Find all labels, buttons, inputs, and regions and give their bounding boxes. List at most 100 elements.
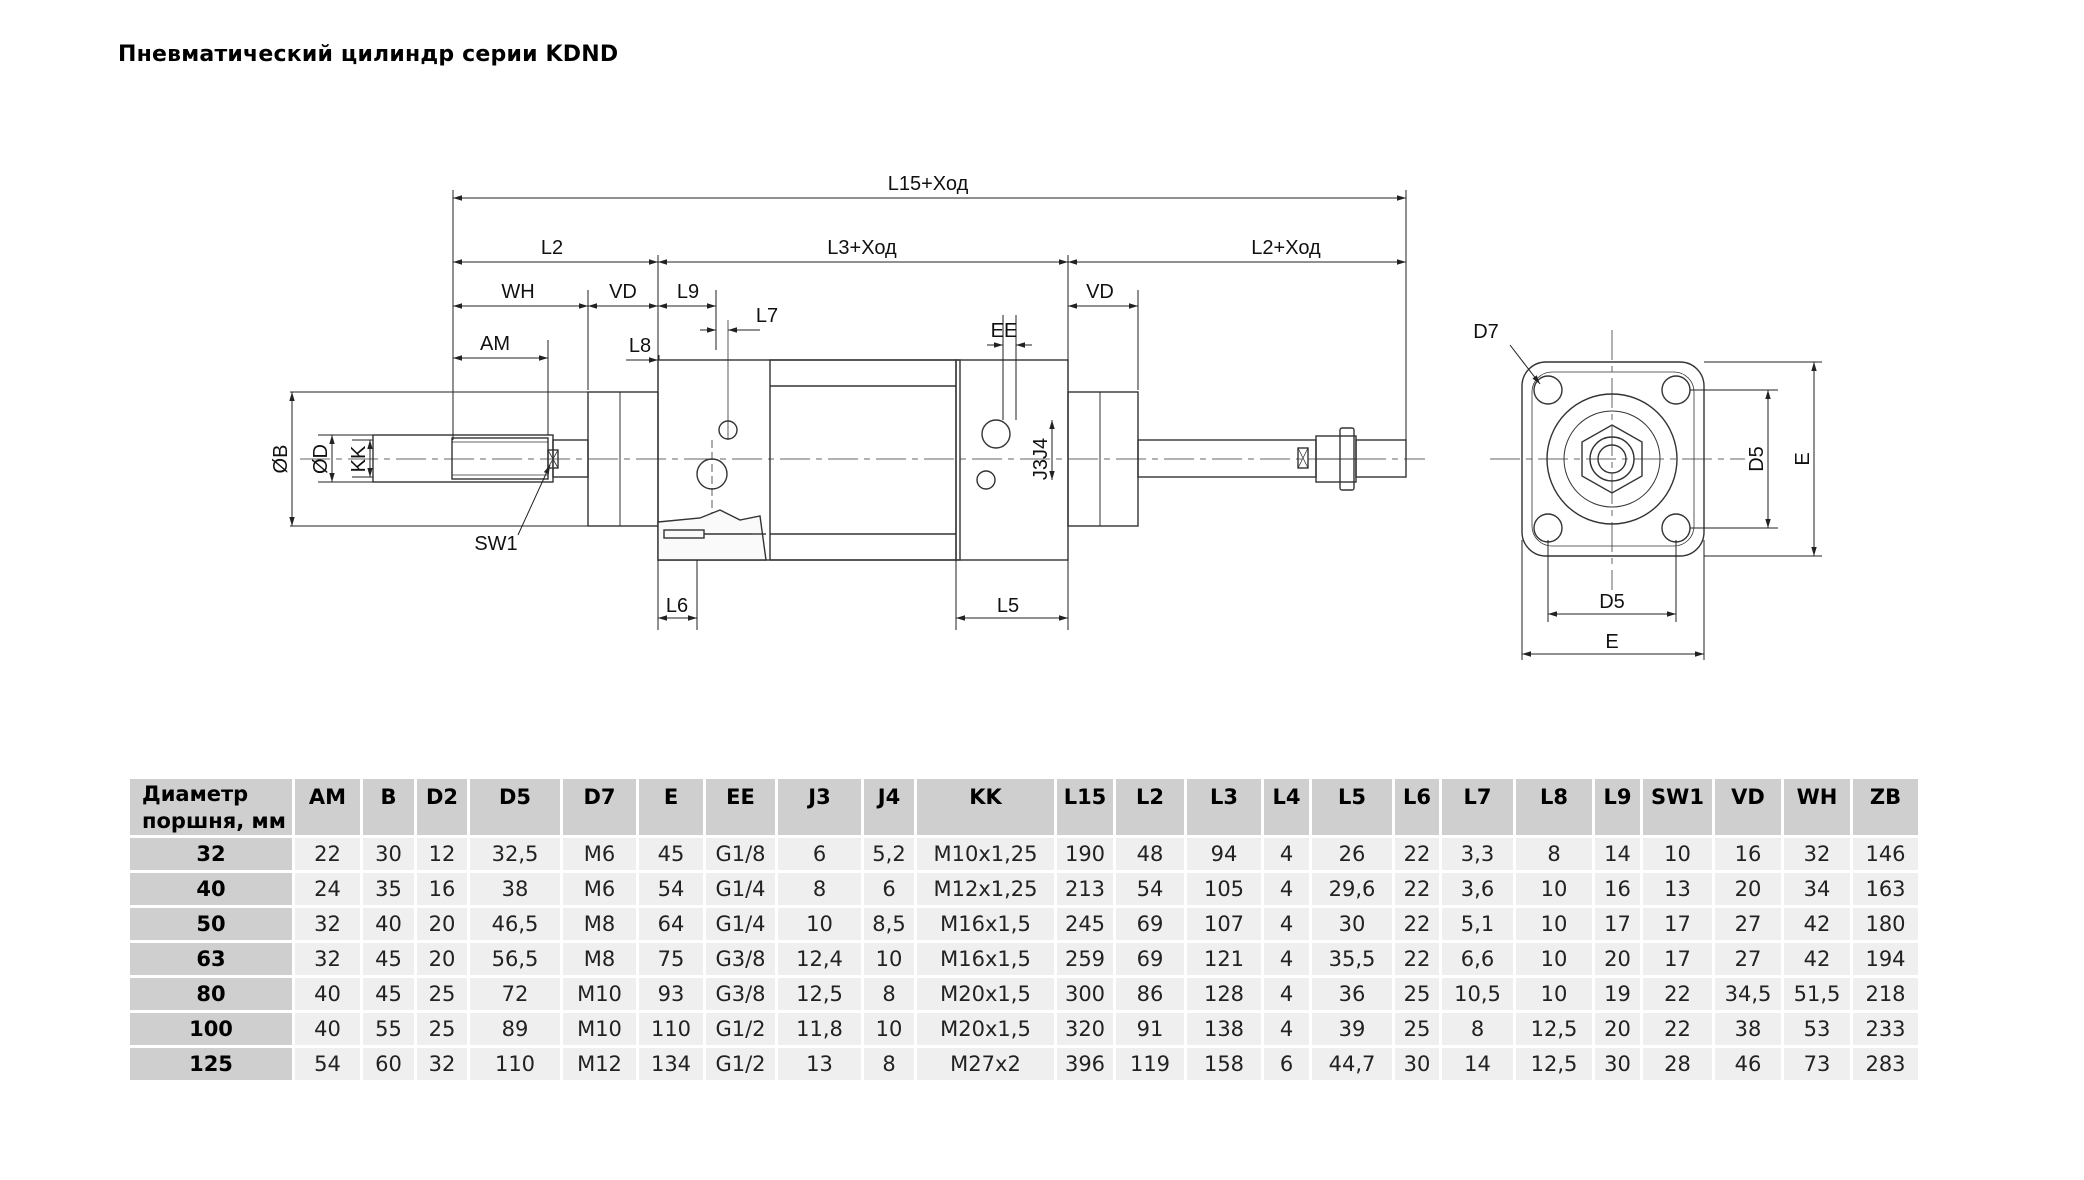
table-cell: 30 [1595, 1048, 1640, 1080]
table-cell: 64 [639, 908, 703, 940]
table-cell: 8 [864, 1048, 914, 1080]
table-cell: 54 [1116, 873, 1184, 905]
table-cell: 6 [1264, 1048, 1309, 1080]
col-header: J4 [864, 779, 914, 835]
port-hole-large [696, 458, 728, 490]
table-cell: 93 [639, 978, 703, 1010]
label-l2: L2 [541, 237, 563, 259]
col-header: B [363, 779, 414, 835]
table-cell: 44,7 [1312, 1048, 1392, 1080]
col-header-bore-line1: Диаметр [142, 782, 249, 806]
table-cell: 110 [639, 1013, 703, 1045]
table-cell: 233 [1853, 1013, 1918, 1045]
table-cell: 34 [1784, 873, 1850, 905]
table-cell: 4 [1264, 908, 1309, 940]
col-header: L4 [1264, 779, 1309, 835]
row-header-bore: 125 [130, 1048, 292, 1080]
col-header: L9 [1595, 779, 1640, 835]
mount-hole-tr [1661, 375, 1691, 405]
col-header: EE [706, 779, 775, 835]
table-cell: 22 [1643, 1013, 1712, 1045]
label-l15-stroke: L15+Ход [888, 173, 969, 195]
table-cell: 107 [1187, 908, 1261, 940]
table-cell: G1/2 [706, 1048, 775, 1080]
table-cell: 38 [470, 873, 560, 905]
table-cell: 54 [295, 1048, 360, 1080]
table-cell: 19 [1595, 978, 1640, 1010]
col-header: J3 [778, 779, 861, 835]
col-header: D5 [470, 779, 560, 835]
label-l5: L5 [997, 595, 1019, 617]
table-cell: 158 [1187, 1048, 1261, 1080]
table-cell: 72 [470, 978, 560, 1010]
table-cell: 119 [1116, 1048, 1184, 1080]
table-cell: 10,5 [1442, 978, 1513, 1010]
label-ee: EE [991, 320, 1018, 342]
label-vd-right: VD [1086, 281, 1114, 303]
table-cell: M16x1,5 [917, 908, 1054, 940]
table-cell: 17 [1595, 908, 1640, 940]
cylinder-drawing: L15+Ход L2 L3+Ход L2+Ход WH VD L9 L7 EE … [270, 173, 1822, 660]
table-cell: 32 [1784, 838, 1850, 870]
table-cell: 3,6 [1442, 873, 1513, 905]
label-vd-left: VD [609, 281, 637, 303]
table-cell: 218 [1853, 978, 1918, 1010]
label-l9: L9 [677, 281, 699, 303]
table-cell: 8 [1442, 1013, 1513, 1045]
table-cell: 283 [1853, 1048, 1918, 1080]
col-header: L6 [1395, 779, 1439, 835]
table-cell: 45 [363, 943, 414, 975]
table-cell: 16 [417, 873, 467, 905]
table-cell: 10 [1516, 943, 1592, 975]
row-header-bore: 50 [130, 908, 292, 940]
table-cell: 259 [1057, 943, 1113, 975]
table-cell: 91 [1116, 1013, 1184, 1045]
table-cell: 134 [639, 1048, 703, 1080]
table-cell: 14 [1595, 838, 1640, 870]
table-cell: 10 [1643, 838, 1712, 870]
table-cell: 20 [417, 908, 467, 940]
table-cell: 245 [1057, 908, 1113, 940]
col-header: VD [1715, 779, 1781, 835]
table-cell: M10 [563, 1013, 636, 1045]
col-header: D2 [417, 779, 467, 835]
table-cell: 11,8 [778, 1013, 861, 1045]
table-cell: 86 [1116, 978, 1184, 1010]
end-dimensions [1509, 344, 1822, 660]
right-wrench-flat [1297, 447, 1309, 469]
rear-port-small [976, 470, 996, 490]
table-cell: 4 [1264, 838, 1309, 870]
table-cell: 4 [1264, 873, 1309, 905]
cylinder-side-view [300, 320, 1425, 561]
label-j3j4: J3J4 [1030, 438, 1052, 480]
rear-port-large [981, 419, 1011, 449]
table-cell: 180 [1853, 908, 1918, 940]
table-cell: 22 [1395, 943, 1439, 975]
col-header-bore: Диаметр поршня, мм [130, 779, 292, 835]
table-cell: 4 [1264, 1013, 1309, 1045]
table-cell: 396 [1057, 1048, 1113, 1080]
label-l3-stroke: L3+Ход [827, 237, 897, 259]
table-cell: 8,5 [864, 908, 914, 940]
label-diam-d: ØD [310, 444, 332, 474]
table-cell: 10 [1516, 873, 1592, 905]
mount-hole-bl [1533, 513, 1563, 543]
col-header: L15 [1057, 779, 1113, 835]
table-cell: 22 [1395, 873, 1439, 905]
row-header-bore: 100 [130, 1013, 292, 1045]
col-header: L2 [1116, 779, 1184, 835]
table-cell: G1/4 [706, 873, 775, 905]
table-cell: 42 [1784, 908, 1850, 940]
table-cell: 300 [1057, 978, 1113, 1010]
end-cap-bore [1546, 393, 1678, 525]
table-cell: 12,5 [778, 978, 861, 1010]
table-cell: 110 [470, 1048, 560, 1080]
table-cell: 10 [1516, 908, 1592, 940]
table-cell: 32 [295, 908, 360, 940]
col-header: L8 [1516, 779, 1592, 835]
table-cell: M8 [563, 943, 636, 975]
table-cell: 46 [1715, 1048, 1781, 1080]
